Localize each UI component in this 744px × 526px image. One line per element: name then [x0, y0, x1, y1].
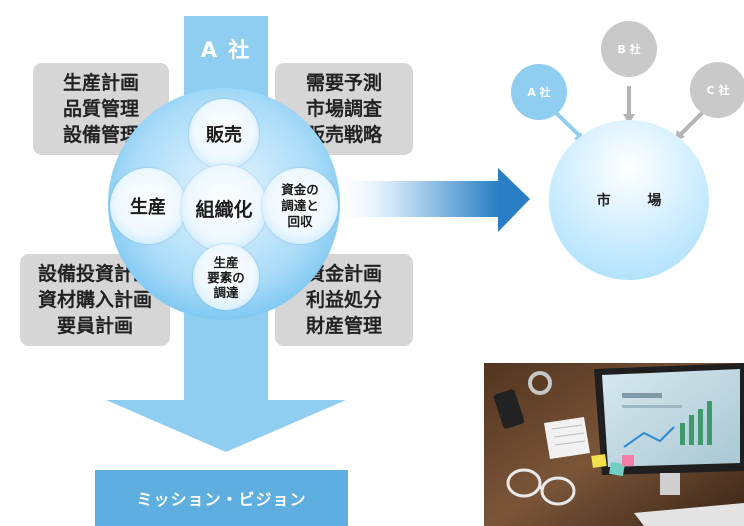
function-box-top-right: 需要予測 市場調査 販売戦略	[275, 63, 413, 155]
function-item: 資金計画	[305, 263, 382, 285]
company-a-arrow	[551, 108, 584, 140]
circle-organize: 組織化	[181, 165, 267, 251]
company-a-circle: A 社	[511, 64, 567, 120]
market-arrow-head	[498, 168, 530, 232]
function-item: 生産計画	[62, 72, 139, 94]
function-item: 利益処分	[305, 289, 382, 311]
circle-production: 生産	[110, 168, 186, 244]
circle-procurement: 生産 要素の 調達	[193, 244, 259, 310]
function-item: 市場調査	[305, 98, 382, 120]
function-item: 設備投資計画	[37, 263, 152, 285]
function-item: 要員計画	[56, 315, 133, 337]
market-circle: 市 場	[549, 120, 709, 280]
function-item: 需要予測	[305, 72, 382, 94]
circle-funding: 資金の 調達と 回収	[262, 168, 338, 244]
company-c-arrow	[676, 108, 707, 139]
office-desk-photo	[484, 363, 744, 526]
function-item: 品質管理	[62, 98, 139, 120]
a-company-label: A 社	[200, 38, 252, 62]
circle-sales: 販売	[189, 99, 259, 169]
function-item: 販売戦略	[305, 124, 382, 146]
arrow-head	[106, 400, 346, 452]
company-b-circle: B 社	[601, 21, 657, 77]
mission-vision-box: ミッション・ビジョン	[95, 470, 348, 526]
company-c-circle: C 社	[690, 62, 744, 118]
function-item: 設備管理	[62, 124, 139, 146]
desk-scene-image	[484, 363, 744, 526]
function-item: 財産管理	[305, 315, 382, 337]
function-box-bottom-left: 設備投資計画 資材購入計画 要員計画	[20, 254, 170, 346]
function-item: 資材購入計画	[37, 289, 152, 311]
market-arrow-shaft	[336, 181, 498, 217]
